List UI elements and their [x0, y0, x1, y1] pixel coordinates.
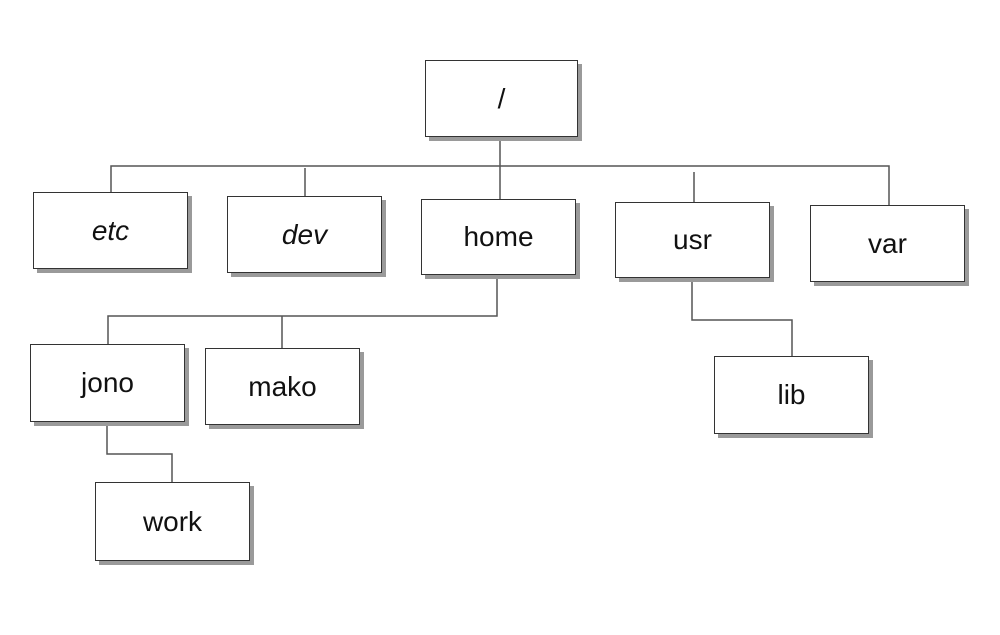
connector-root-children	[110, 137, 890, 207]
folder-lib-label: lib	[777, 379, 806, 410]
folder-work: work	[95, 482, 250, 561]
folder-jono-label: jono	[81, 367, 134, 398]
connector-home-children	[107, 275, 498, 348]
folder-var: var	[810, 205, 965, 282]
folder-home-label: home	[463, 221, 534, 252]
folder-var-label: var	[868, 227, 907, 259]
folder-usr: usr	[615, 202, 770, 278]
folder-etc-label: etc	[91, 214, 130, 246]
folder-dev-label: dev	[281, 218, 328, 250]
folder-lib: lib	[714, 356, 869, 434]
folder-mako-label: mako	[248, 370, 317, 402]
folder-root-label: /	[497, 82, 506, 114]
folder-usr-label: usr	[673, 224, 712, 255]
folder-home: home	[421, 199, 576, 275]
folder-etc: etc	[33, 192, 188, 269]
folder-dev: dev	[227, 196, 382, 273]
folder-root: /	[425, 60, 578, 137]
folder-mako: mako	[205, 348, 360, 425]
folder-work-label: work	[142, 505, 203, 537]
folder-jono: jono	[30, 344, 185, 422]
connector-usr-children	[691, 278, 793, 357]
connector-jono-children	[106, 422, 173, 484]
